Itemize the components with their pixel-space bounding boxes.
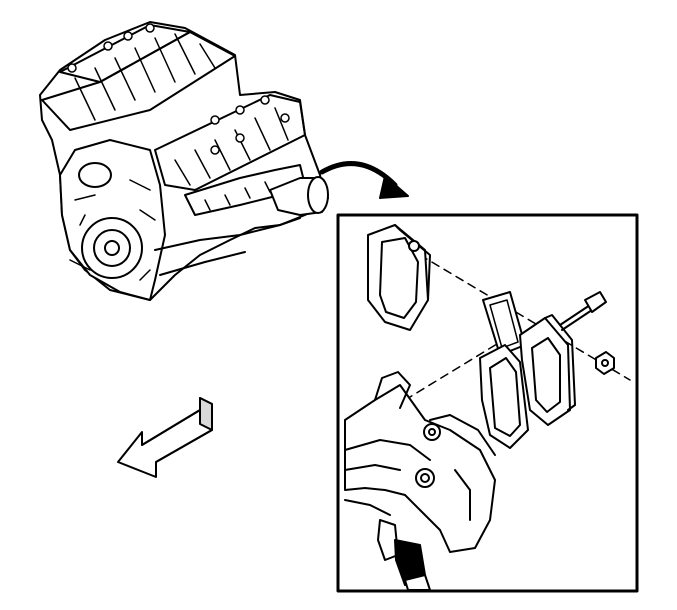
exhaust-outlet-flange (307, 176, 329, 214)
curved-arrow-icon (319, 161, 409, 199)
oil-pan (154, 217, 301, 276)
valve-cover-left-lower (41, 31, 236, 131)
manifold-studs (204, 181, 271, 211)
exhaust-pipe (344, 371, 496, 591)
crank-pulley-inner (93, 229, 131, 267)
upper-gasket (367, 224, 431, 331)
crank-hub (104, 240, 120, 256)
water-pump (78, 162, 112, 188)
gasket-plate-thin-inner (489, 299, 519, 349)
cover-bolts (67, 23, 290, 155)
front-of-vehicle-arrow-icon (117, 397, 213, 478)
crank-pulley-outer (81, 217, 143, 279)
nut-icon (595, 351, 615, 375)
outer-gasket (479, 344, 529, 449)
flange-gasket (519, 314, 576, 426)
engine-assembly (39, 21, 329, 301)
valve-cover-right (154, 94, 306, 191)
head-ribs (74, 33, 289, 186)
bolt-icon (559, 291, 607, 331)
front-cover-detail (69, 179, 156, 281)
exhaust-pipe-gasket-detail (336, 213, 639, 593)
